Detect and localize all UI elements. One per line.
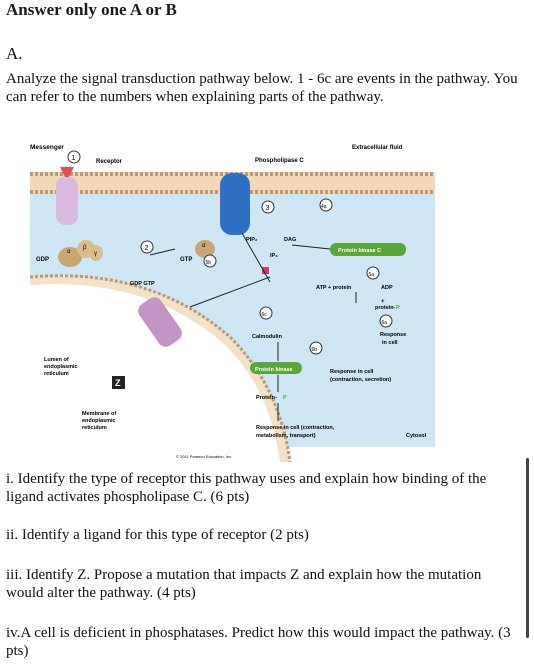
z-box: [112, 376, 125, 389]
pkc-label: Protein kinase C: [338, 248, 381, 254]
response-metabolism-label: Response in cell (contraction,: [256, 425, 335, 431]
svg-text:protein-: protein-: [375, 305, 396, 311]
svg-text:ADP: ADP: [381, 285, 393, 291]
svg-text:metabolism, transport): metabolism, transport): [256, 433, 316, 439]
scrollbar[interactable]: [526, 458, 529, 638]
question-iii: iii. Identify Z. Propose a mutation that…: [6, 567, 482, 601]
step-1-label: 1: [72, 155, 76, 162]
step-4a-label: 4a: [321, 204, 327, 210]
svg-text:P: P: [396, 305, 400, 311]
cytosol-label: Cytosol: [406, 433, 427, 439]
svg-text:(contraction, secretion): (contraction, secretion): [330, 377, 391, 383]
phospholipase-label: Phospholipase C: [255, 158, 304, 164]
section-label: A.: [6, 44, 23, 63]
question-i: i. Identify the type of receptor this pa…: [6, 471, 487, 505]
response-label: Response: [380, 332, 406, 338]
pkc-box: [330, 243, 406, 256]
svg-text:+: +: [381, 299, 385, 305]
step-2-label: 2: [145, 245, 149, 252]
extracellular-label: Extracellular fluid: [352, 145, 403, 151]
question-iv: iv.A cell is deficient in phosphatases. …: [6, 625, 511, 659]
svg-text:GTP: GTP: [180, 257, 192, 263]
svg-text:6c: 6c: [262, 312, 268, 318]
gdp-gtp-label: GDP GTP: [130, 281, 155, 287]
svg-text:Response in cell: Response in cell: [330, 369, 374, 375]
svg-text:α: α: [202, 243, 206, 249]
intro-paragraph: Analyze the signal transduction pathway …: [6, 71, 518, 105]
er-channel-shape: [138, 297, 182, 347]
svg-text:5b: 5b: [206, 260, 212, 266]
svg-text:in cell: in cell: [382, 340, 398, 346]
z-label: Z: [115, 378, 121, 388]
svg-text:IP₃: IP₃: [270, 253, 278, 259]
receptor-shape: [56, 177, 78, 225]
g-alpha-shape: [58, 247, 82, 267]
svg-text:PIP₂: PIP₂: [246, 237, 258, 243]
er-lumen-label: Lumen of: [44, 357, 69, 363]
question-ii: ii. Identify a ligand for this type of r…: [6, 527, 309, 543]
svg-text:DAG: DAG: [284, 237, 296, 243]
calmodulin-label: Calmodulin: [252, 334, 283, 340]
atp-protein-label: ATP + protein: [316, 285, 352, 291]
svg-text:α: α: [67, 249, 71, 255]
svg-text:5a: 5a: [369, 272, 375, 278]
er-membrane: [30, 274, 292, 462]
svg-text:endoplasmic: endoplasmic: [44, 364, 78, 370]
credit-label: © 2011 Pearson Education, Inc.: [176, 454, 232, 459]
svg-text:6a: 6a: [382, 320, 388, 326]
phospholipase-shape: [220, 173, 250, 235]
svg-text:γ: γ: [94, 251, 97, 257]
pathway-figure: Messenger 1 Receptor α β γ GDP 2 GDP GTP…: [30, 137, 435, 462]
receptor-label: Receptor: [96, 159, 123, 165]
svg-text:reticulum: reticulum: [44, 371, 69, 377]
gdp-label: GDP: [36, 257, 49, 263]
svg-text:endoplasmic: endoplasmic: [82, 418, 116, 424]
step-3-label: 3: [266, 205, 270, 212]
svg-text:6b: 6b: [312, 347, 318, 353]
protein-kinase-label: Protein kinase: [255, 367, 293, 373]
svg-text:Protein-: Protein-: [256, 395, 277, 401]
svg-text:reticulum: reticulum: [82, 425, 107, 431]
instruction-heading: Answer only one A or B: [6, 0, 177, 19]
svg-text:β: β: [83, 245, 87, 251]
er-membrane-label: Membrane of: [82, 411, 116, 417]
svg-text:P: P: [283, 395, 287, 401]
messenger-shape: [60, 167, 74, 181]
messenger-label: Messenger: [30, 144, 64, 151]
